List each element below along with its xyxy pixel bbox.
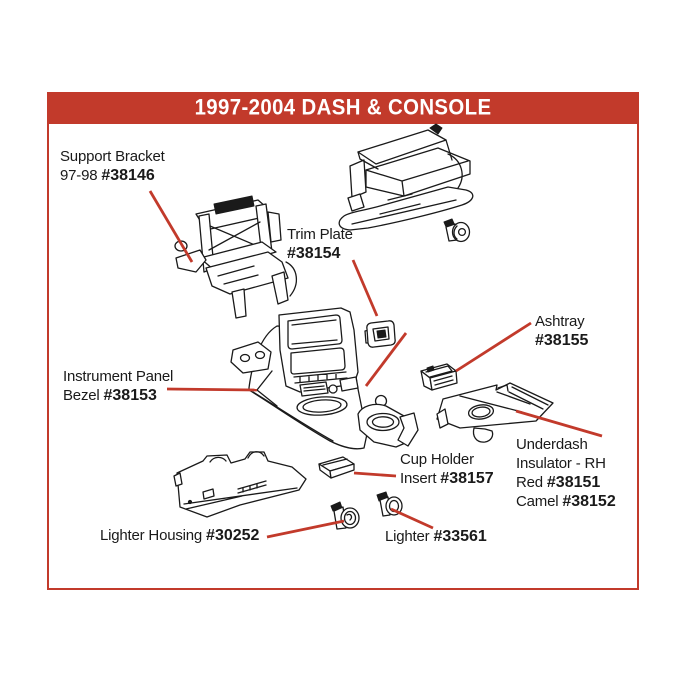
leader-ashtray	[455, 321, 532, 373]
label-lighter-name: Lighter	[385, 528, 430, 545]
leader-cup-holder	[353, 471, 397, 478]
leader-trim-plate	[351, 259, 379, 317]
label-ashtray-number: #38155	[535, 332, 589, 349]
leader-lighter-housing	[266, 519, 345, 539]
label-cup-holder-line2: Insert	[400, 470, 437, 487]
leader-lighter	[390, 507, 434, 530]
cup-holder-insert-drawing	[318, 456, 355, 479]
label-lighter: Lighter #33561	[385, 527, 487, 546]
label-support-bracket-number: #38146	[101, 167, 155, 184]
bezel-drawing	[230, 307, 419, 450]
label-underdash-camel: Camel	[516, 493, 559, 510]
label-underdash-insulator: Underdash Insulator - RH Red #38151 Came…	[516, 435, 616, 511]
lighter-housing-drawing	[330, 501, 360, 530]
ashtray-drawing	[420, 363, 458, 391]
label-underdash-line1: Underdash	[516, 436, 588, 453]
leader-bezel	[166, 387, 258, 392]
leader-support-bracket	[148, 190, 194, 263]
lighter-drawing	[376, 491, 403, 517]
label-cup-holder-insert: Cup Holder Insert #38157	[400, 450, 494, 488]
leader-lines	[148, 190, 603, 539]
label-support-bracket-years: 97-98	[60, 167, 98, 184]
label-trim-plate-name: Trim Plate	[287, 226, 353, 243]
label-ashtray-name: Ashtray	[535, 313, 585, 330]
title-banner: 1997-2004 DASH & CONSOLE	[47, 92, 639, 123]
label-support-bracket-name: Support Bracket	[60, 148, 165, 165]
label-cup-holder-line1: Cup Holder	[400, 451, 474, 468]
label-underdash-camel-number: #38152	[562, 493, 616, 510]
label-bezel-number: #38153	[103, 387, 157, 404]
label-cup-holder-number: #38157	[440, 470, 494, 487]
label-lighter-housing-number: #30252	[206, 527, 260, 544]
label-lighter-housing: Lighter Housing #30252	[100, 526, 259, 545]
trim-plate-drawing	[364, 320, 396, 348]
label-ashtray: Ashtray #38155	[535, 312, 588, 350]
console-side-panel-drawing	[173, 451, 307, 518]
label-underdash-red-number: #38151	[546, 474, 601, 491]
label-bezel-name-line1: Instrument Panel	[63, 368, 174, 385]
label-underdash-red: Red	[516, 474, 543, 491]
underdash-insulator-drawing	[436, 382, 554, 443]
page-title: 1997-2004 DASH & CONSOLE	[194, 94, 492, 120]
label-trim-plate: Trim Plate #38154	[287, 225, 353, 263]
label-support-bracket: Support Bracket 97-98 #38146	[60, 147, 165, 185]
support-bracket-drawing	[174, 195, 297, 319]
leader-trim-plate-mount	[364, 332, 408, 387]
diagram-border-box	[47, 122, 639, 590]
leader-underdash	[515, 409, 603, 438]
console-lid-drawing	[338, 123, 474, 231]
label-underdash-line2: Insulator - RH	[516, 455, 606, 472]
label-lighter-number: #33561	[433, 528, 487, 545]
label-bezel-name-line2: Bezel	[63, 387, 100, 404]
label-lighter-housing-name: Lighter Housing	[100, 527, 203, 544]
knob-drawing	[443, 218, 471, 243]
label-trim-plate-number: #38154	[287, 245, 341, 262]
label-instrument-panel-bezel: Instrument Panel Bezel #38153	[63, 367, 173, 405]
